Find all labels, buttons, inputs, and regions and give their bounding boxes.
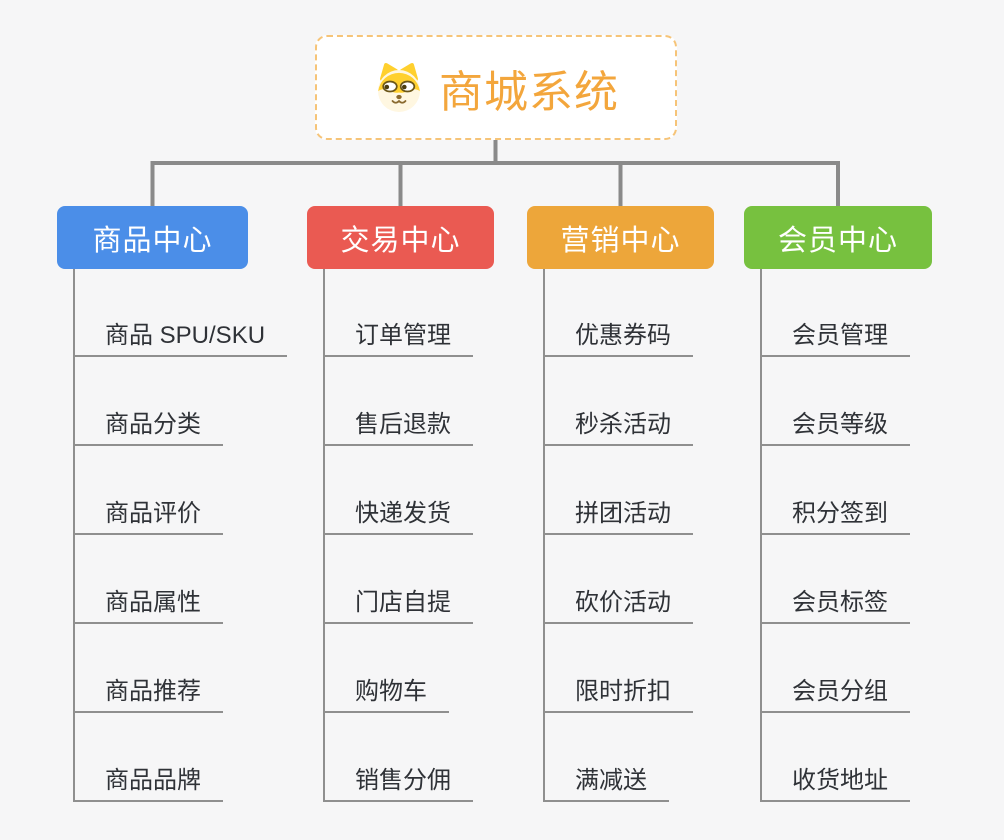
leaf-node[interactable]: 拼团活动	[543, 493, 693, 535]
leaf-node[interactable]: 会员等级	[760, 404, 910, 446]
leaf-node[interactable]: 快递发货	[323, 493, 473, 535]
branch-node-label: 会员中心	[777, 224, 898, 257]
leaf-node[interactable]: 收货地址	[760, 760, 910, 802]
leaf-node[interactable]: 商品品牌	[73, 760, 223, 802]
leaf-node[interactable]: 商品 SPU/SKU	[73, 315, 288, 357]
leaf-node[interactable]: 商品推荐	[73, 671, 223, 713]
branch-node-label: 商品中心	[92, 224, 213, 257]
leaf-node[interactable]: 满减送	[543, 760, 669, 802]
branch-node-label: 营销中心	[560, 224, 681, 257]
leaf-node[interactable]: 砍价活动	[543, 582, 693, 624]
branch-node-4[interactable]: 会员中心	[744, 206, 932, 269]
branch-node-1[interactable]: 商品中心	[57, 206, 248, 269]
leaf-node[interactable]: 会员分组	[760, 671, 910, 713]
dog-face-icon	[373, 62, 425, 114]
leaf-node[interactable]: 积分签到	[760, 493, 910, 535]
leaf-node[interactable]: 订单管理	[323, 315, 473, 357]
leaf-node[interactable]: 门店自提	[323, 582, 473, 624]
root-node[interactable]: 商城系统	[315, 35, 677, 140]
leaf-node[interactable]: 商品分类	[73, 404, 223, 446]
branch-node-2[interactable]: 交易中心	[307, 206, 494, 269]
leaf-node[interactable]: 秒杀活动	[543, 404, 693, 446]
leaf-node[interactable]: 销售分佣	[323, 760, 473, 802]
leaf-node[interactable]: 商品属性	[73, 582, 223, 624]
leaf-node[interactable]: 售后退款	[323, 404, 473, 446]
leaf-node[interactable]: 购物车	[323, 671, 449, 713]
leaf-node[interactable]: 限时折扣	[543, 671, 693, 713]
branch-node-3[interactable]: 营销中心	[527, 206, 714, 269]
leaf-node[interactable]: 会员标签	[760, 582, 910, 624]
leaf-node[interactable]: 优惠券码	[543, 315, 693, 357]
leaf-node[interactable]: 会员管理	[760, 315, 910, 357]
branch-node-label: 交易中心	[340, 224, 461, 257]
leaf-node[interactable]: 商品评价	[73, 493, 223, 535]
root-node-label: 商城系统	[439, 67, 619, 117]
